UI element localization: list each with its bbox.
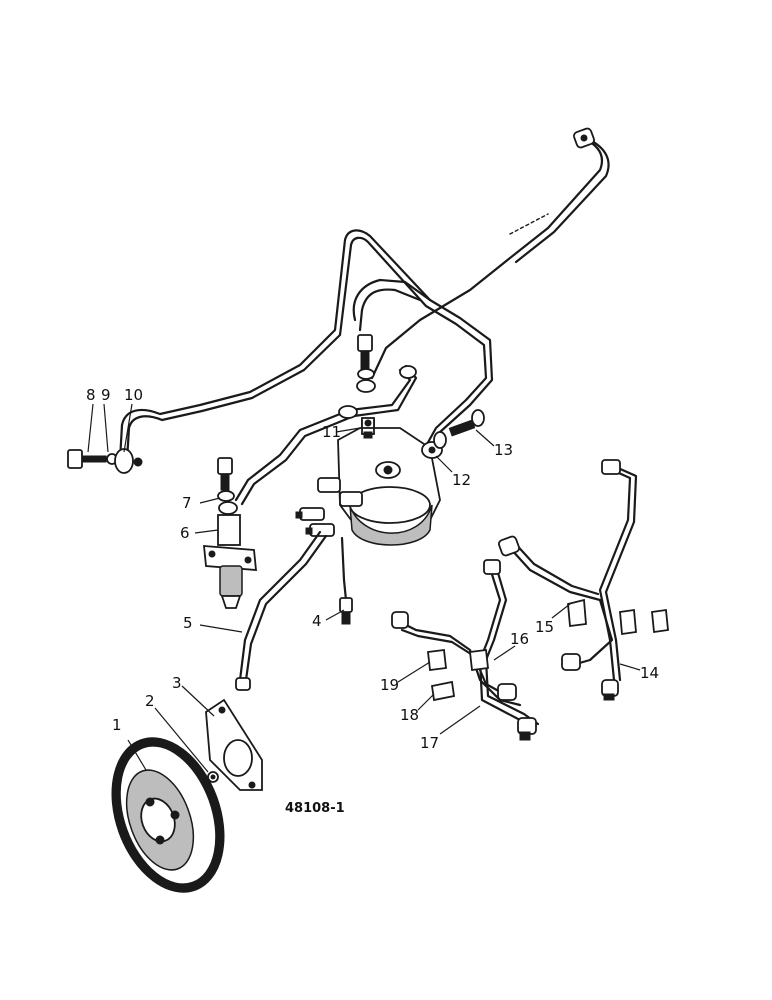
callout-17: 17 [420,734,439,752]
bolt-13 [433,409,485,449]
fuel-line-main [370,127,610,380]
callout-12: 12 [452,471,471,489]
fuel-line-5 [235,530,328,691]
banjo-fitting-left [67,448,143,474]
fitting-11 [361,417,375,429]
callout-11: 11 [322,423,341,441]
callout-3: 3 [172,674,182,692]
callout-18: 18 [400,706,419,724]
callout-2: 2 [145,692,155,710]
callout-14: 14 [640,664,659,682]
callout-4: 4 [312,612,322,630]
callout-6: 6 [180,524,190,542]
callout-1: 1 [112,716,122,734]
callout-5: 5 [183,614,193,632]
callout-13: 13 [494,441,513,459]
callout-15: 15 [535,618,554,636]
leader-lines [87,403,641,773]
callout-8: 8 [86,386,96,404]
washer-2 [207,771,219,783]
fuel-line-4 [339,536,353,625]
injector-lines [391,459,669,741]
fuel-line-10 [118,229,494,462]
figure-id: 48108-1 [285,801,345,816]
callout-19: 19 [380,676,399,694]
banjo-bolt-upper [338,334,417,419]
callout-16: 16 [510,630,529,648]
return-line [234,278,432,506]
gasket-3 [205,698,263,791]
callout-labels: 1 2 3 4 5 6 7 8 9 10 11 12 13 14 15 16 1… [86,386,659,752]
callout-7: 7 [182,494,192,512]
drive-gear [111,737,225,893]
injection-pump [295,419,443,546]
callout-9: 9 [101,386,111,404]
callout-10: 10 [124,386,143,404]
